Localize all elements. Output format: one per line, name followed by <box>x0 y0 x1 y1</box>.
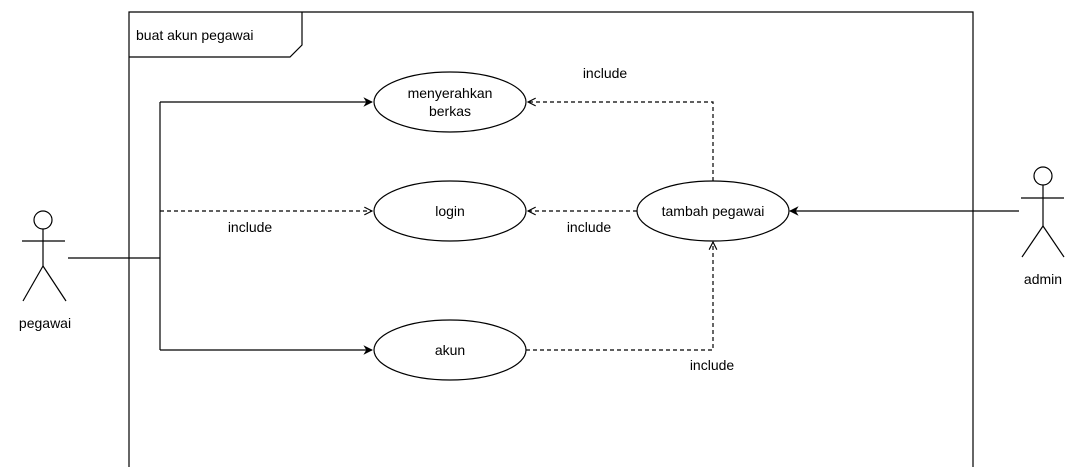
actor-head <box>33 210 53 230</box>
usecase-label: tambah pegawai <box>662 203 765 219</box>
usecase-tambah-pegawai: tambah pegawai <box>636 180 790 242</box>
actor-admin: admin <box>1021 166 1065 287</box>
include-label-top: include <box>583 65 628 81</box>
actor-head <box>1033 166 1053 186</box>
actor-leg-left <box>1021 225 1044 258</box>
usecase-menyerahkan-berkas: menyerahkan berkas <box>373 71 527 133</box>
actor-pegawai: pegawai <box>19 210 71 331</box>
include-arrow-menyerahkan <box>528 102 714 181</box>
frame-tab <box>129 12 303 58</box>
usecase-ellipse <box>636 180 790 242</box>
actor-leg-left <box>22 265 44 302</box>
actor-pegawai-label: pegawai <box>19 315 71 331</box>
usecase-akun: akun <box>373 319 527 381</box>
include-dependencies <box>526 102 714 351</box>
include-label-akun: include <box>690 357 735 373</box>
actor-leg-right <box>1042 225 1065 258</box>
usecase-label: akun <box>435 342 465 358</box>
usecase-ellipse <box>373 71 527 133</box>
actor-admin-label: admin <box>1024 271 1062 287</box>
usecase-login: login <box>373 180 527 242</box>
include-label-left-login: include <box>228 219 273 235</box>
usecase-ellipse <box>373 319 527 381</box>
usecase-label-line2: berkas <box>429 103 471 119</box>
include-arrow-akun <box>526 242 713 351</box>
usecase-ellipse <box>373 180 527 242</box>
include-label-right-login: include <box>567 219 612 235</box>
usecase-label-line1: menyerahkan <box>408 85 493 101</box>
system-boundary: buat akun pegawai <box>128 11 974 467</box>
pegawai-associations <box>68 97 373 355</box>
frame-title: buat akun pegawai <box>136 27 254 43</box>
actor-leg-right <box>42 265 67 302</box>
usecase-label: login <box>435 203 465 219</box>
